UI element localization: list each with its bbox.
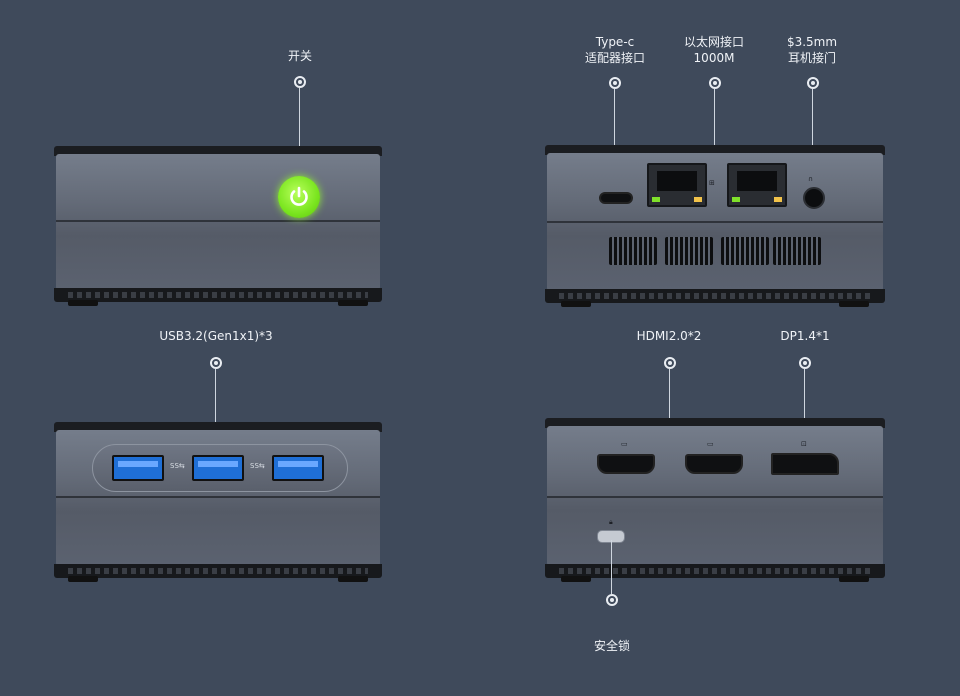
audio-callout-marker bbox=[807, 77, 819, 89]
typec-leader-line bbox=[614, 89, 615, 159]
typec-port[interactable] bbox=[599, 192, 633, 204]
usb-port-2[interactable] bbox=[192, 455, 244, 481]
power-icon bbox=[290, 186, 308, 206]
hdmi-port-1[interactable] bbox=[597, 454, 655, 474]
hdmi-leader-line bbox=[669, 369, 670, 445]
power-label: 开关 bbox=[287, 49, 312, 63]
audio-leader-line bbox=[812, 89, 813, 159]
usb-label: USB3.2(Gen1x1)*3 bbox=[159, 329, 273, 343]
lock-label: 安全锁 bbox=[593, 639, 630, 653]
typec-callout-marker bbox=[609, 77, 621, 89]
power-callout-marker bbox=[294, 76, 306, 88]
rear-device: ⊞ ∩ bbox=[545, 145, 885, 307]
dp-leader-line bbox=[804, 369, 805, 445]
hdmi-icon-2: ▭ bbox=[707, 440, 714, 448]
usb-icon: SS⇆ bbox=[170, 462, 185, 470]
side-device-usb: SS⇆ SS⇆ bbox=[54, 422, 382, 582]
usb-port-1[interactable] bbox=[112, 455, 164, 481]
vent-grille-4 bbox=[773, 237, 821, 265]
dp-label: DP1.4*1 bbox=[780, 329, 830, 343]
audio-jack[interactable] bbox=[803, 187, 825, 209]
usb-port-3[interactable] bbox=[272, 455, 324, 481]
front-device-power bbox=[54, 146, 382, 306]
lock-callout-marker bbox=[606, 594, 618, 606]
usb-icon-2: SS⇆ bbox=[250, 462, 265, 470]
dp-callout-marker bbox=[799, 357, 811, 369]
hdmi-callout-marker bbox=[664, 357, 676, 369]
usb-callout-marker bbox=[210, 357, 222, 369]
vent-grille-3 bbox=[721, 237, 769, 265]
headphone-icon: ∩ bbox=[808, 175, 814, 183]
lock-icon: 🔒︎ bbox=[609, 518, 613, 526]
rear-device-display: ▭ ▭ ⊡ 🔒︎ bbox=[545, 418, 885, 582]
ethernet-port-2[interactable] bbox=[727, 163, 787, 207]
vent-grille-2 bbox=[665, 237, 713, 265]
vent-grille-1 bbox=[609, 237, 657, 265]
lock-leader-line bbox=[611, 540, 612, 594]
usb-leader-line bbox=[215, 369, 216, 445]
power-button[interactable] bbox=[278, 176, 320, 218]
lan-leader-line bbox=[714, 89, 715, 163]
ethernet-port-1[interactable] bbox=[647, 163, 707, 207]
displayport-icon: ⊡ bbox=[801, 440, 807, 448]
hdmi-port-2[interactable] bbox=[685, 454, 743, 474]
power-leader-line bbox=[299, 88, 300, 168]
lan-callout-marker bbox=[709, 77, 721, 89]
hdmi-icon: ▭ bbox=[621, 440, 628, 448]
hdmi-label: HDMI2.0*2 bbox=[636, 329, 702, 343]
displayport-port[interactable] bbox=[771, 453, 839, 475]
ethernet-icon: ⊞ bbox=[709, 179, 715, 187]
